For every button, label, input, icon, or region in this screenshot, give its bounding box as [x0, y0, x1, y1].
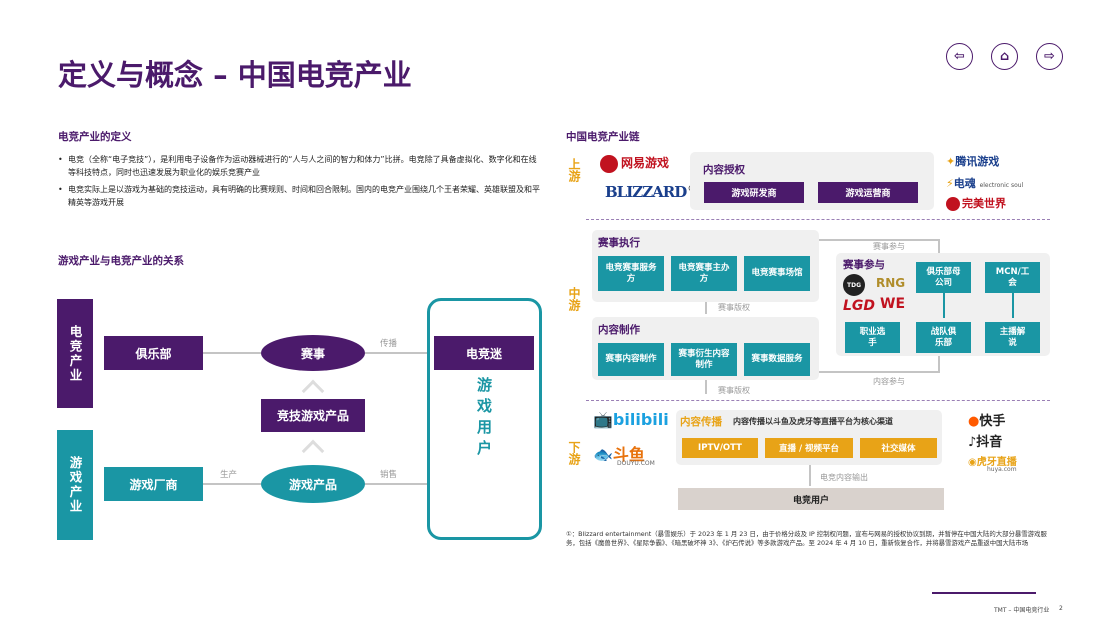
tencent-icon: ✦: [946, 155, 956, 168]
huya-icon: ◉: [968, 457, 977, 468]
chain-heading: 中国电竞产业链: [566, 131, 640, 143]
broadcast-label: 传播: [380, 339, 398, 349]
back-arrow-icon[interactable]: ⇦: [946, 43, 973, 70]
club-company-box: 俱乐部母公司: [916, 262, 971, 293]
produce-label: 生产: [220, 470, 238, 480]
event-rights-label: 赛事版权: [718, 386, 750, 395]
derivative-content-box: 赛事衍生内容制作: [671, 343, 737, 376]
down-arrow-line: [705, 302, 707, 314]
connector-line: [203, 483, 261, 485]
definition-bullets: •电竞（全称“电子竞技”），是利用电子设备作为运动器械进行的“人与人之间的智力和…: [58, 153, 544, 209]
home-icon[interactable]: ⌂: [991, 43, 1018, 70]
down-arrow-line: [943, 293, 945, 318]
competitive-product-box: 竞技游戏产品: [261, 399, 365, 432]
connector-line: [365, 483, 427, 485]
event-ellipse: 赛事: [261, 335, 365, 371]
footer-divider: [932, 592, 1036, 594]
club-box: 俱乐部: [104, 336, 203, 370]
participation-arrow-line: [938, 356, 940, 372]
connector-line: [203, 352, 261, 354]
electronic-soul-logo: ⚡电魂 electronic soul: [946, 177, 1024, 190]
midstream-label: 中游: [567, 287, 581, 311]
event-content-box: 赛事内容制作: [598, 343, 664, 376]
down-arrow-line: [1012, 293, 1014, 318]
kuaishou-logo: ●快手: [968, 414, 1006, 429]
relation-heading: 游戏产业与电竞产业的关系: [58, 255, 184, 267]
huya-url: huya.com: [987, 466, 1017, 473]
content-license-title: 内容授权: [703, 164, 745, 176]
bilibili-logo: 📺bilibili: [593, 410, 669, 429]
tdg-logo: TDG: [843, 274, 865, 296]
forward-arrow-icon[interactable]: ⇨: [1036, 43, 1063, 70]
douyin-icon: ♪: [968, 435, 977, 450]
developer-box: 游戏厂商: [104, 467, 203, 501]
game-industry-bar: 游戏产业: [57, 430, 93, 540]
host-box: 主播解说: [985, 322, 1040, 353]
organizer-box: 电竞赛事主办方: [671, 256, 737, 291]
social-media-box: 社交媒体: [860, 438, 937, 458]
content-distribution-subtitle: 内容传播以斗鱼及虎牙等直播平台为核心渠道: [733, 417, 893, 426]
we-logo: WE: [880, 296, 906, 312]
tencent-logo: ✦腾讯游戏: [946, 155, 1000, 168]
team-club-box: 战队俱乐部: [916, 322, 971, 353]
content-participation-label: 内容参与: [873, 377, 905, 386]
iptv-box: IPTV/OTT: [682, 438, 758, 458]
esports-industry-bar: 电竞产业: [57, 299, 93, 408]
perfect-world-logo: 完美世界: [946, 195, 1006, 211]
game-product-ellipse: 游戏产品: [261, 465, 365, 503]
blizzard-logo: BLIZZARD①: [605, 183, 695, 201]
participation-arrow-line: [819, 239, 939, 241]
netease-icon: [600, 154, 618, 173]
up-chevron-icon: [301, 439, 325, 463]
users-bar: 电竞用户: [678, 488, 944, 510]
stage-divider: [586, 219, 1050, 220]
douyin-logo: ♪抖音: [968, 435, 1003, 450]
bullet-item: •电竞（全称“电子竞技”），是利用电子设备作为运动器械进行的“人与人之间的智力和…: [58, 155, 537, 177]
rng-logo: RNG: [876, 276, 906, 290]
streaming-platform-box: 直播 / 视频平台: [765, 438, 853, 458]
venue-box: 电竞赛事场馆: [744, 256, 810, 291]
operator-box: 游戏运营商: [818, 182, 918, 203]
game-user-box: 游戏用户: [427, 298, 542, 540]
fish-icon: 🐟: [593, 445, 613, 464]
service-provider-box: 电竞赛事服务方: [598, 256, 664, 291]
content-distribution-title: 内容传播: [680, 416, 722, 428]
mcn-box: MCN/工会: [985, 262, 1040, 293]
perfect-world-icon: [946, 197, 960, 211]
connector-line: [365, 352, 427, 354]
douyu-logo: 🐟斗鱼: [593, 445, 645, 464]
electronic-soul-icon: ⚡: [946, 177, 954, 190]
tv-icon: 📺: [593, 410, 613, 429]
lgd-logo: LGD: [843, 298, 876, 314]
event-participation-label: 赛事参与: [873, 242, 905, 251]
event-rights-label: 赛事版权: [718, 303, 750, 312]
content-output-label: 电竞内容输出: [820, 473, 868, 482]
page-title: 定义与概念 – 中国电竞产业: [58, 58, 412, 92]
stage-divider: [586, 400, 1050, 401]
content-production-title: 内容制作: [598, 324, 640, 336]
footer-text: TMT – 中国电竞行业: [994, 607, 1050, 614]
data-service-box: 赛事数据服务: [744, 343, 810, 376]
netease-logo: 网易游戏: [600, 154, 669, 173]
pro-players-box: 职业选手: [845, 322, 900, 353]
footnote: ①：Blizzard entertainment（暴雪娱乐）于 2023 年 1…: [566, 530, 1047, 547]
down-arrow-line: [809, 465, 811, 486]
event-participation-title: 赛事参与: [843, 259, 885, 271]
huya-logo: ◉虎牙直播: [968, 457, 1017, 468]
developer-box: 游戏研发商: [704, 182, 804, 203]
page-number: 2: [1059, 605, 1063, 612]
down-arrow-line: [705, 380, 707, 394]
participation-arrow-line: [819, 371, 940, 373]
sales-label: 销售: [380, 470, 398, 480]
participation-arrow-line: [938, 239, 940, 253]
kuaishou-icon: ●: [968, 414, 980, 429]
fan-box: 电竞迷: [434, 336, 534, 370]
event-execution-title: 赛事执行: [598, 237, 640, 249]
definition-heading: 电竞产业的定义: [58, 131, 132, 143]
douyu-url: DOUYU.COM: [617, 460, 655, 467]
bullet-item: •电竞实际上是以游戏为基础的竞技运动，具有明确的比赛规则、时间和回合限制。国内的…: [58, 185, 540, 207]
upstream-label: 上游: [567, 158, 581, 182]
downstream-label: 下游: [567, 441, 581, 465]
